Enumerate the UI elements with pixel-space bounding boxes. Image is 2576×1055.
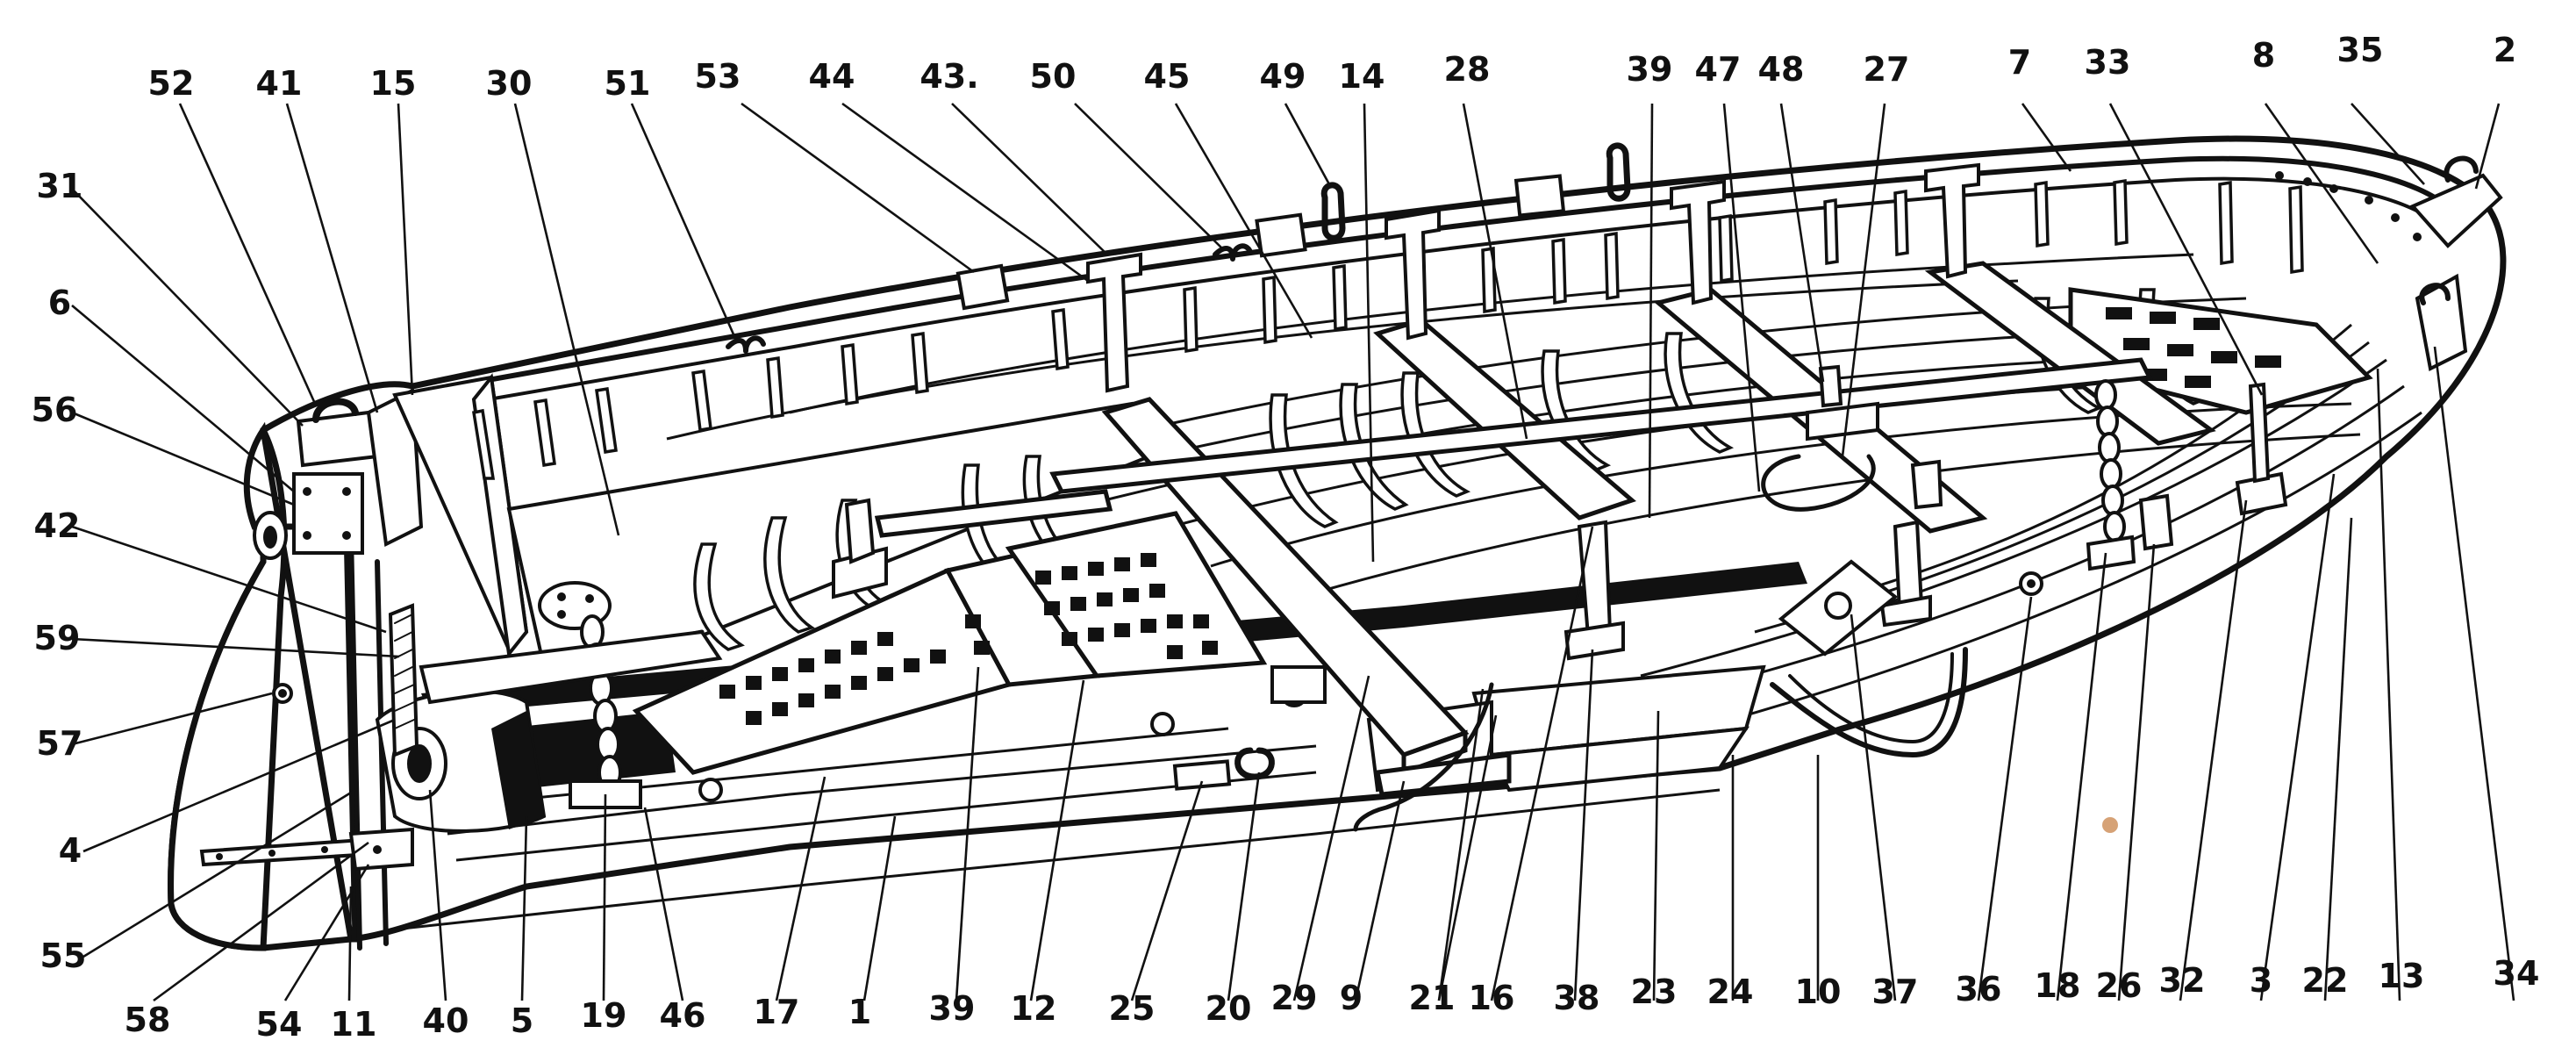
callout-39-bottom: 39: [929, 989, 976, 1028]
leader-lines: [71, 102, 2515, 1002]
callout-46: 46: [660, 996, 706, 1035]
callout-36: 36: [1956, 970, 2002, 1008]
callout-13: 13: [2379, 957, 2425, 995]
callout-41: 41: [256, 64, 303, 103]
callout-47: 47: [1695, 50, 1742, 89]
knee-47: [1670, 179, 1726, 305]
callout-2: 2: [2494, 31, 2516, 69]
gunwale-plate-45: [1255, 212, 1307, 258]
gunwale-plate-53: [955, 263, 1010, 311]
callout-55: 55: [40, 937, 87, 975]
callout-16: 16: [1469, 979, 1515, 1017]
callout-8: 8: [2252, 36, 2275, 75]
interior-fittings: [698, 364, 2288, 832]
callout-51: 51: [605, 64, 651, 103]
callout-3: 3: [2250, 961, 2272, 1000]
callout-38: 38: [1554, 979, 1600, 1017]
knee-28: [1385, 208, 1441, 341]
callout-58: 58: [125, 1001, 171, 1039]
callout-14: 14: [1339, 57, 1385, 96]
callout-7: 7: [2008, 43, 2031, 82]
callout-53: 53: [695, 57, 741, 96]
callout-48: 48: [1758, 50, 1805, 89]
callout-18: 18: [2035, 966, 2081, 1005]
callout-42: 42: [34, 506, 81, 545]
callout-22: 22: [2302, 961, 2349, 1000]
callout-23: 23: [1631, 972, 1678, 1011]
thwarts: [874, 261, 2216, 797]
fore-deck: [419, 401, 1152, 809]
callout-37: 37: [1872, 972, 1919, 1011]
callout-43: 43.: [919, 57, 978, 96]
callout-27: 27: [1864, 50, 1910, 89]
callout-56: 56: [32, 391, 78, 429]
callout-26: 26: [2096, 966, 2143, 1005]
callout-25: 25: [1109, 989, 1156, 1028]
knee-43: [1086, 252, 1142, 393]
callout-1: 1: [848, 993, 871, 1031]
callout-17: 17: [754, 993, 800, 1031]
bow-stem: [168, 373, 547, 951]
callout-54: 54: [256, 1005, 303, 1044]
callout-20: 20: [1206, 989, 1252, 1028]
callout-49: 49: [1260, 57, 1306, 96]
callout-57: 57: [37, 724, 83, 763]
callout-12: 12: [1011, 989, 1057, 1028]
stain-mark: [2102, 817, 2118, 833]
callout-11: 11: [331, 1005, 377, 1044]
callout-45: 45: [1144, 57, 1191, 96]
callout-50: 50: [1030, 57, 1077, 96]
callout-9: 9: [1340, 979, 1363, 1017]
callout-59: 59: [34, 619, 81, 657]
callout-32: 32: [2159, 961, 2206, 1000]
callout-39-top: 39: [1627, 50, 1673, 89]
callout-34: 34: [2494, 954, 2540, 993]
aft-chain: [2094, 379, 2126, 542]
callout-21: 21: [1409, 979, 1456, 1017]
callout-35: 35: [2337, 31, 2384, 69]
callouts-top: 52 41 15 30 51 53 44 43. 50 45 49 14 28 …: [148, 31, 2517, 103]
callout-44: 44: [809, 57, 855, 96]
callout-10: 10: [1795, 972, 1842, 1011]
callout-52: 52: [148, 64, 195, 103]
callout-24: 24: [1707, 972, 1754, 1011]
gunwale-plate-39: [1513, 174, 1566, 218]
callout-6: 6: [48, 283, 71, 322]
callout-19: 19: [581, 996, 627, 1035]
callout-15: 15: [370, 64, 417, 103]
callout-28: 28: [1444, 50, 1491, 89]
callout-29: 29: [1271, 979, 1318, 1017]
callout-31: 31: [37, 167, 83, 205]
callout-40: 40: [423, 1001, 469, 1040]
callout-33: 33: [2085, 43, 2131, 82]
callout-5: 5: [511, 1001, 533, 1040]
callouts-bottom: 58 54 11 40 5 19 46 17 1 39 12 25 20 29 …: [125, 954, 2540, 1044]
callout-4: 4: [59, 831, 82, 870]
gunwale-fittings: [726, 142, 2503, 393]
callout-30: 30: [486, 64, 533, 103]
callouts-left: 31 6 56 42 59 57 4 55: [32, 167, 87, 975]
bow-plate: [292, 472, 364, 555]
knee-7: [1924, 162, 1980, 279]
